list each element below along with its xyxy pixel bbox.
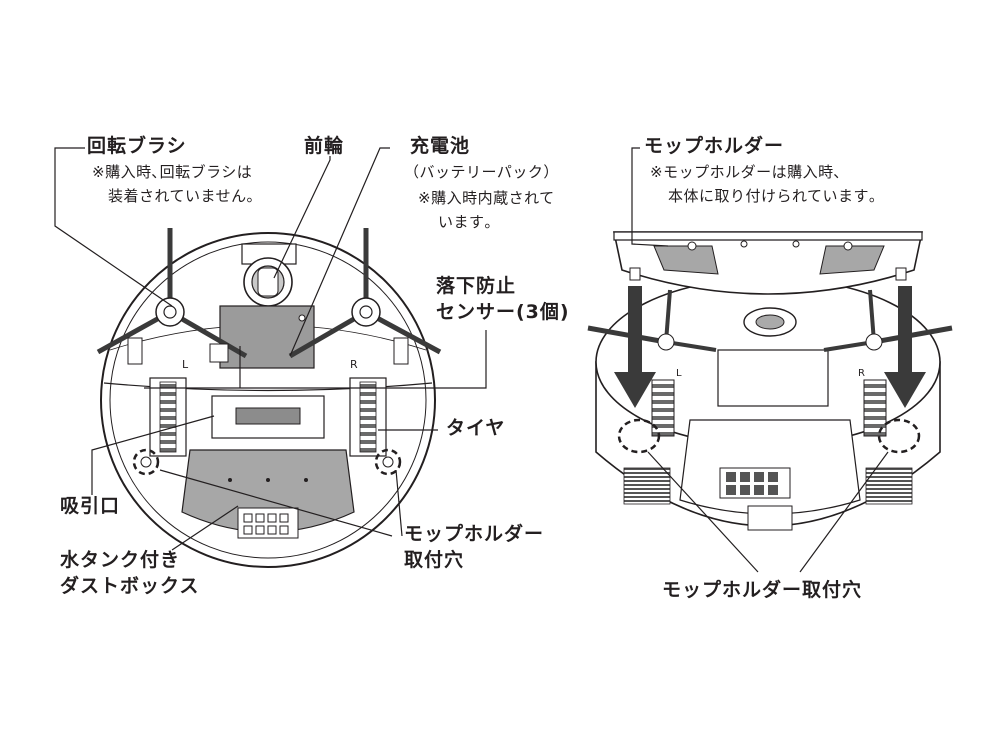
side-brush-note-2: 装着されていません｡ xyxy=(108,187,255,205)
drive-wheel-left-3d xyxy=(651,379,675,437)
cliff-sensor-label-2: センサー(3個) xyxy=(436,301,570,323)
robot-perspective-view: L R xyxy=(587,231,953,531)
water-tank-dustbox xyxy=(181,449,355,539)
mop-holder-plate xyxy=(613,231,923,295)
suction-inlet xyxy=(211,395,325,439)
side-brush-label: 回転ブラシ xyxy=(87,135,187,157)
mop-mount-hole-left xyxy=(132,448,160,476)
left-leader-lines xyxy=(54,147,487,551)
cliff-sensor-left xyxy=(127,337,143,365)
mop-holder-label: モップホルダー xyxy=(644,135,785,157)
side-brush-note-1: ※購入時､回転ブラシは xyxy=(92,163,253,181)
dustbox-label-1: 水タンク付き xyxy=(60,549,181,571)
front-wheel xyxy=(241,243,297,307)
attach-arrow-left xyxy=(614,286,656,408)
drive-wheel-right xyxy=(349,377,387,457)
battery-note-1: ※購入時内蔵されて xyxy=(418,189,555,207)
mop-mount-hole-right-3d xyxy=(877,418,921,454)
cliff-sensor-center xyxy=(209,343,229,363)
battery-sub-label: （バッテリーパック） xyxy=(404,163,559,181)
suction-inlet-label: 吸引口 xyxy=(60,495,121,517)
mop-hole-label-3d: モップホルダー取付穴 xyxy=(662,579,863,601)
battery-label: 充電池 xyxy=(410,135,471,157)
wheel-mark-right: R xyxy=(350,358,358,371)
robot-body-inner-rim xyxy=(109,241,427,559)
mop-hole-label-1: モップホルダー xyxy=(404,523,545,545)
drive-wheel-left xyxy=(149,377,187,457)
mop-mount-hole-left-3d xyxy=(617,418,661,454)
wheel-mark-right-3d: R xyxy=(858,368,865,379)
right-leader-lines xyxy=(631,147,889,573)
cliff-sensor-label-1: 落下防止 xyxy=(436,275,517,297)
tire-label: タイヤ xyxy=(446,417,506,439)
battery-note-2: います｡ xyxy=(438,213,493,231)
attach-arrow-right xyxy=(884,286,926,408)
wheel-mark-left: L xyxy=(182,358,189,371)
drive-wheel-right-3d xyxy=(863,379,887,437)
side-brush-right xyxy=(288,228,442,359)
robot-bottom-view: L R xyxy=(96,228,442,568)
cliff-sensor-right xyxy=(393,337,409,365)
dustbox-label-2: ダストボックス xyxy=(60,575,200,597)
mop-holder-note-1: ※モップホルダーは購入時､ xyxy=(650,163,842,181)
side-brush-left xyxy=(96,228,248,359)
mop-holder-note-2: 本体に取り付けられています｡ xyxy=(668,187,878,205)
front-wheel-label: 前輪 xyxy=(304,135,345,157)
mop-hole-label-2: 取付穴 xyxy=(404,549,465,571)
mop-mount-hole-right xyxy=(374,448,402,476)
wheel-mark-left-3d: L xyxy=(676,368,682,379)
